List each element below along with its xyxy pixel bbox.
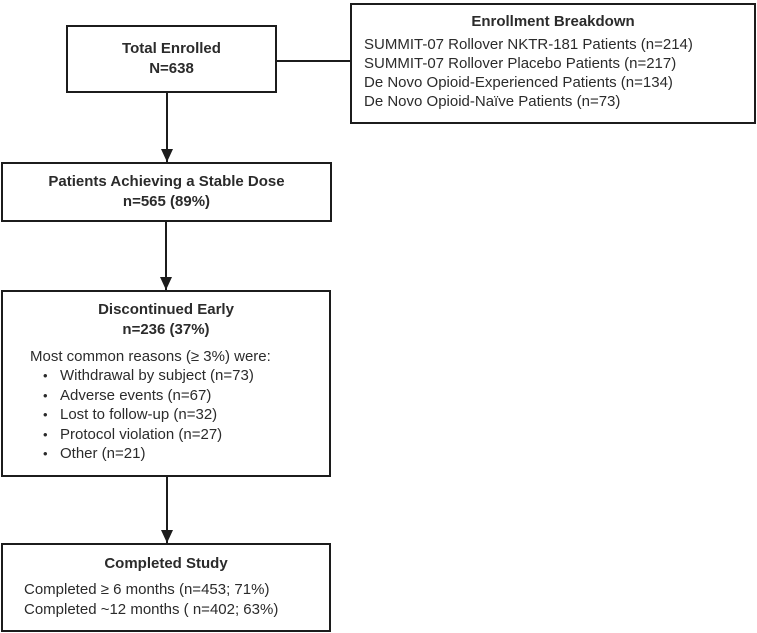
reason-text: Protocol violation (n=27) [60, 425, 223, 443]
enrollment-breakdown-title: Enrollment Breakdown [471, 13, 635, 30]
reason-item: • Adverse events (n=67) [43, 386, 329, 406]
breakdown-line: SUMMIT-07 Rollover Placebo Patients (n=2… [364, 55, 677, 72]
reason-item: • Lost to follow-up (n=32) [43, 405, 329, 425]
discontinued-reasons-intro: Most common reasons (≥ 3%) were: [30, 348, 271, 365]
enrollment-breakdown-box: Enrollment Breakdown SUMMIT-07 Rollover … [350, 3, 756, 124]
completed-title: Completed Study [104, 555, 228, 572]
bullet-icon: • [43, 368, 48, 383]
down-arrow-icon [165, 222, 167, 290]
down-arrow-icon [166, 93, 168, 162]
stable-dose-box: Patients Achieving a Stable Dose n=565 (… [1, 162, 332, 222]
down-arrow-icon [166, 477, 168, 543]
reason-text: Withdrawal by subject (n=73) [60, 367, 254, 384]
reason-text: Adverse events (n=67) [60, 386, 212, 404]
discontinued-title: Discontinued Early [98, 301, 234, 318]
completed-study-box: Completed Study Completed ≥ 6 months (n=… [1, 543, 331, 632]
completed-line: Completed ~12 months ( n=402; 63%) [24, 600, 279, 618]
total-enrolled-count: N=638 [149, 60, 194, 77]
completed-line: Completed ≥ 6 months (n=453; 71%) [24, 581, 270, 598]
reason-item: • Other (n=21) [43, 444, 329, 464]
reason-item: • Protocol violation (n=27) [43, 425, 329, 445]
reason-text: Lost to follow-up (n=32) [60, 406, 218, 423]
bullet-icon: • [43, 407, 48, 422]
stable-dose-title: Patients Achieving a Stable Dose [48, 173, 285, 190]
breakdown-line: De Novo Opioid-Experienced Patients (n=1… [364, 74, 673, 91]
bullet-icon: • [43, 446, 48, 461]
breakdown-line: SUMMIT-07 Rollover NKTR-181 Patients (n=… [364, 36, 693, 53]
bullet-icon: • [43, 387, 48, 403]
discontinued-early-box: Discontinued Early n=236 (37%) Most comm… [1, 290, 331, 477]
total-enrolled-title: Total Enrolled [122, 40, 221, 57]
stable-dose-count: n=565 (89%) [122, 193, 211, 210]
reason-item: • Withdrawal by subject (n=73) [43, 366, 329, 386]
breakdown-line: De Novo Opioid-Naïve Patients (n=73) [364, 93, 621, 110]
discontinued-reason-list: • Withdrawal by subject (n=73) • Adverse… [3, 366, 329, 464]
bullet-icon: • [43, 426, 48, 442]
reason-text: Other (n=21) [60, 445, 146, 462]
discontinued-count: n=236 (37%) [122, 321, 210, 338]
total-enrolled-box: Total Enrolled N=638 [66, 25, 277, 93]
connector-line [277, 60, 350, 62]
